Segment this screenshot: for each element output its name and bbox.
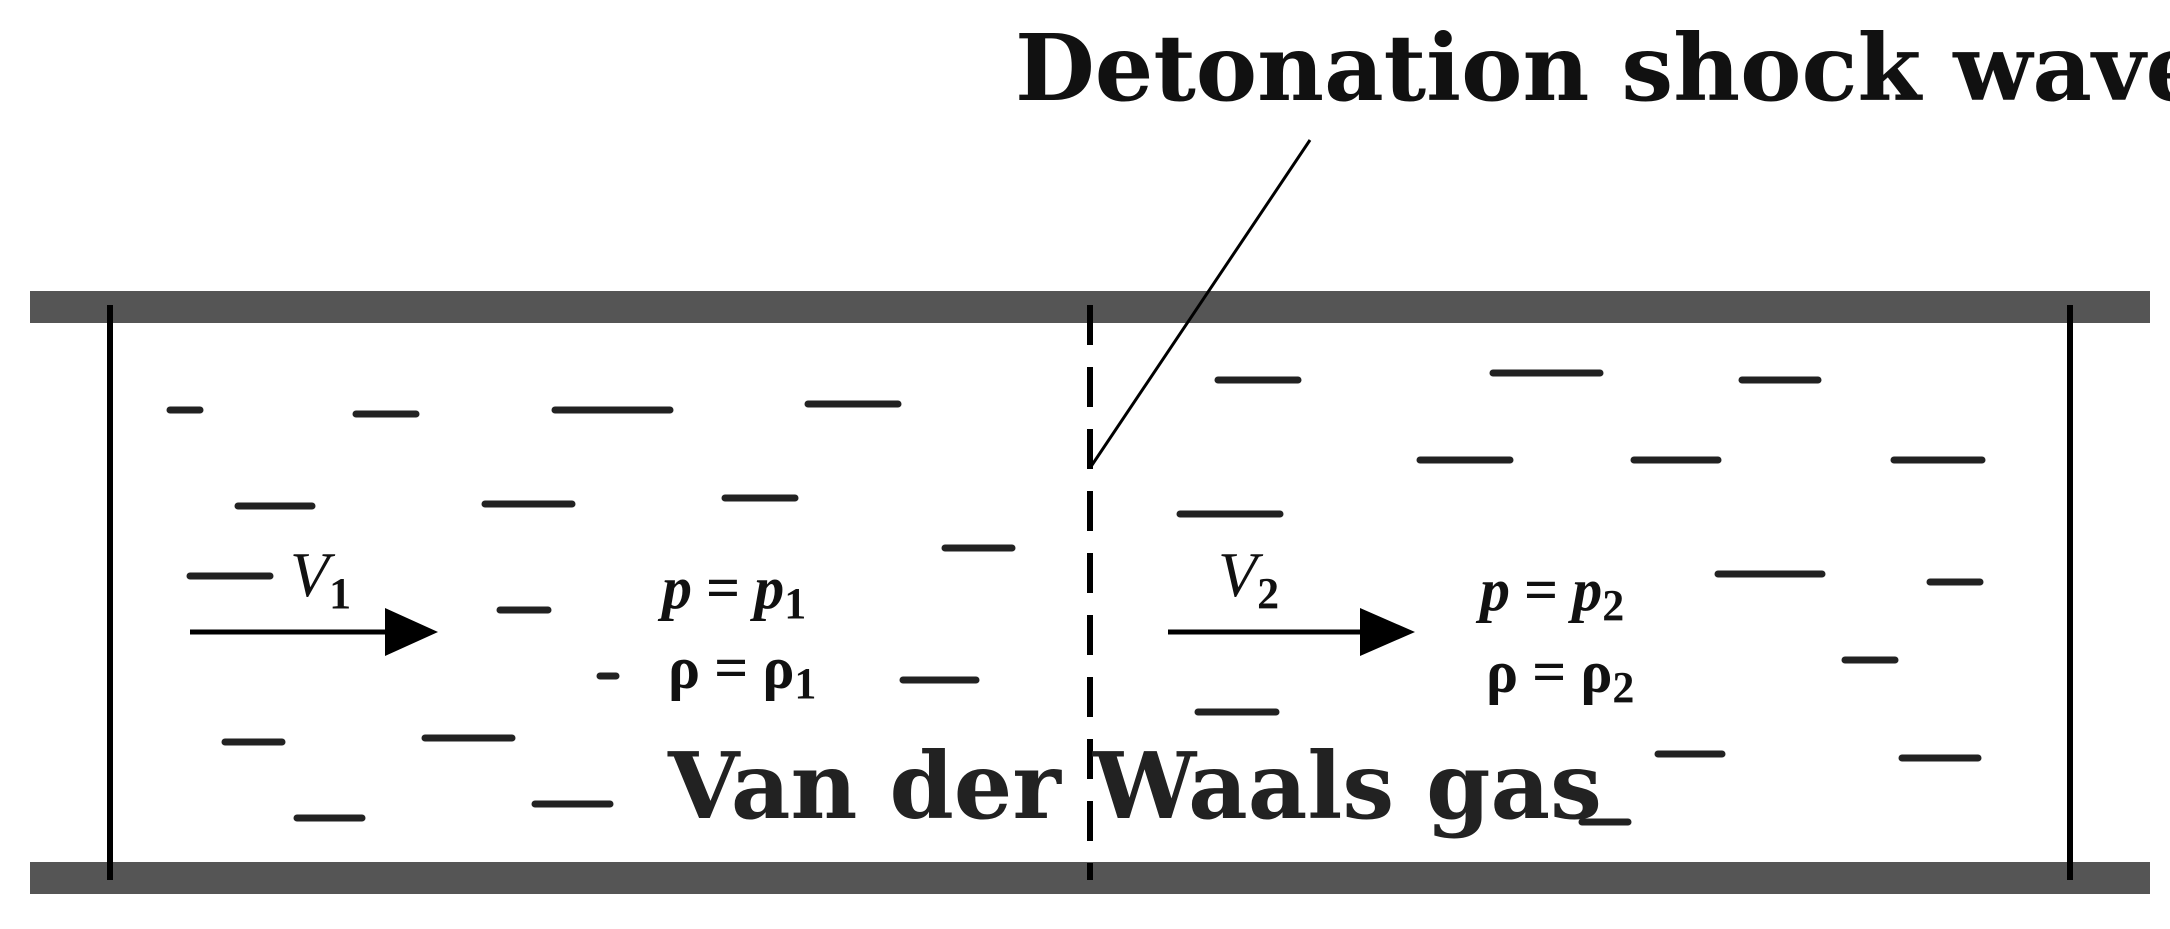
density-label-right: ρ=ρ2 [1486, 639, 1634, 712]
velocity-arrow-left [190, 608, 438, 656]
velocity-label-right: V2 [1218, 539, 1279, 618]
velocity-label-left: V1 [290, 539, 351, 618]
diagram-title: Detonation shock wave [1015, 14, 2170, 122]
arrow-head-icon [385, 608, 438, 656]
shock-leader-line [1088, 139, 1312, 469]
pressure-label-left: p=p1 [657, 555, 806, 628]
molecules-right [1176, 369, 1986, 826]
velocity-arrow-right [1168, 608, 1415, 656]
density-label-left: ρ=ρ1 [668, 635, 816, 708]
pressure-label-right: p=p2 [1475, 557, 1624, 630]
gas-label: Van der Waals gas [667, 732, 1602, 840]
arrow-head-icon [1360, 608, 1415, 656]
molecules-left [166, 400, 1016, 822]
